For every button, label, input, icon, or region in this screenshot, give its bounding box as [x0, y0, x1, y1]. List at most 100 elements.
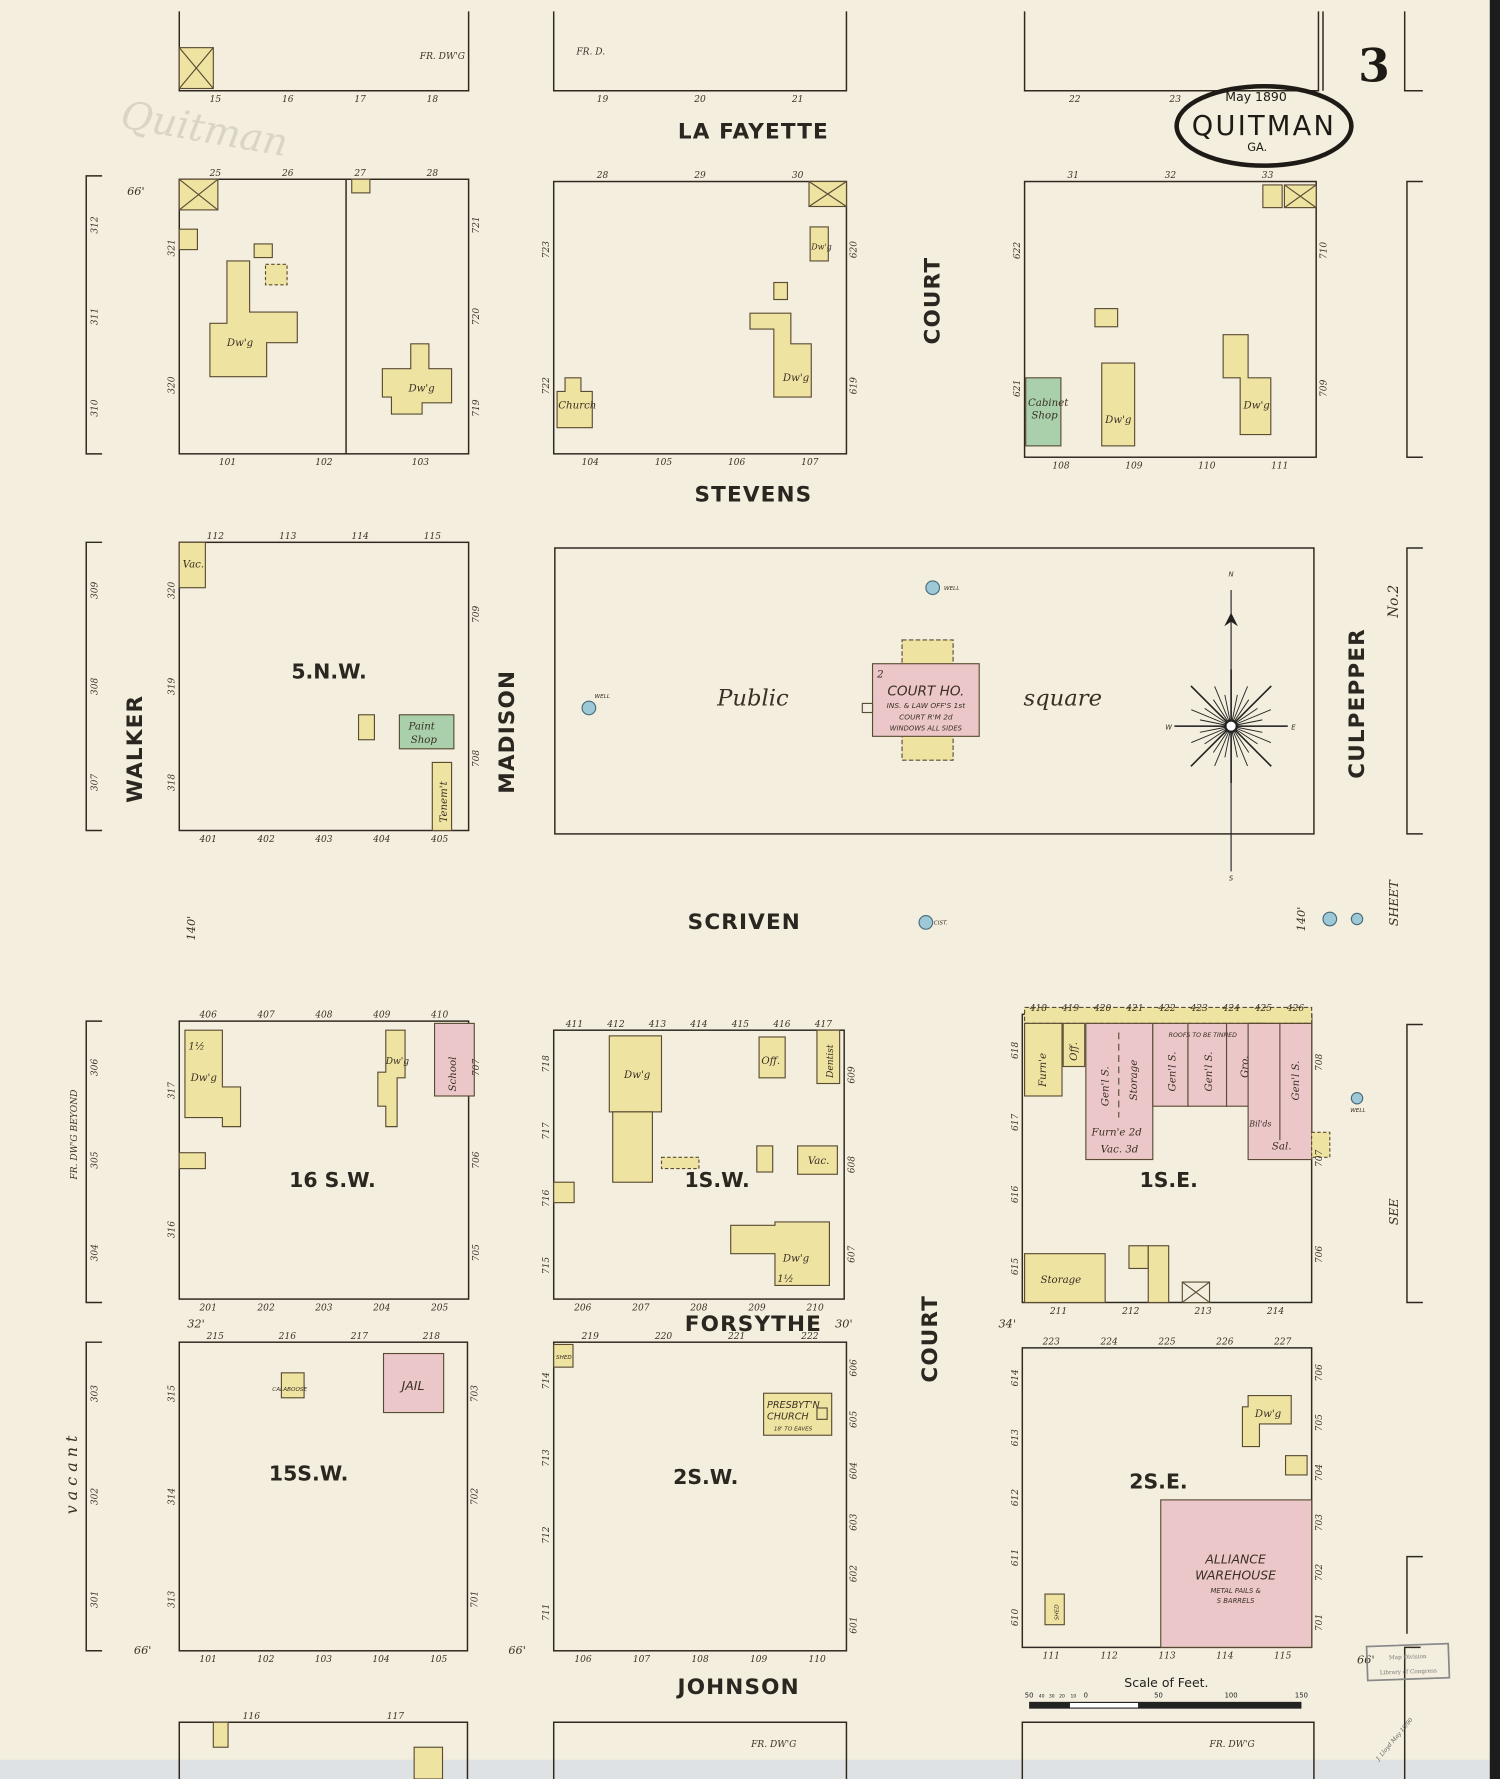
- lot-number: 16: [282, 95, 294, 105]
- lot-number: 105: [655, 458, 673, 468]
- lot-number: 321: [168, 239, 178, 256]
- lot-number: 703: [471, 1385, 481, 1403]
- block-label-1sw: 1S.W.: [684, 1168, 749, 1192]
- lot-number: 213: [1193, 1307, 1212, 1317]
- lot-number: 105: [430, 1655, 448, 1665]
- svg-text:WAREHOUSE: WAREHOUSE: [1195, 1567, 1276, 1582]
- lot-number: 221: [727, 1332, 745, 1342]
- library-stamp: Map Division Library of Congress: [1365, 1642, 1451, 1682]
- building-dwelling: [1101, 362, 1136, 447]
- block-b1: [178, 541, 470, 832]
- svg-text:Dw'g: Dw'g: [810, 243, 831, 252]
- street-johnson: JOHNSON: [676, 1675, 800, 1700]
- dwelling-label: Dw'g: [226, 338, 254, 349]
- lot-number: 301: [91, 1591, 101, 1608]
- building-church: [556, 377, 593, 429]
- lot-number: 708: [472, 750, 482, 768]
- svg-text:PRESBYT'N: PRESBYT'N: [767, 1400, 820, 1411]
- building-school: [434, 1022, 475, 1097]
- svg-text:Vac.: Vac.: [808, 1156, 829, 1167]
- lot-number: 115: [1274, 1652, 1292, 1662]
- svg-text:Shop: Shop: [411, 735, 438, 746]
- lot-number: 612: [1011, 1489, 1021, 1507]
- scale-tick-label: 50: [1025, 1691, 1034, 1699]
- lot-number: 713: [542, 1449, 552, 1467]
- lot-number: 601: [850, 1616, 860, 1633]
- building-dwelling: [381, 343, 453, 415]
- lot-number: 319: [168, 678, 178, 696]
- lot-number: 214: [1266, 1307, 1285, 1317]
- lot-number: 701: [1315, 1614, 1325, 1631]
- building-outbuilding: [178, 47, 214, 90]
- svg-text:Gen'l S.: Gen'l S.: [1204, 1052, 1215, 1092]
- lot-number: 222: [800, 1332, 819, 1342]
- building-dwelling: [730, 1221, 830, 1287]
- lot-number: 117: [387, 1712, 405, 1722]
- lot-number: 312: [91, 216, 101, 234]
- lot-number: 106: [574, 1655, 592, 1665]
- buildings-block-d2: SHED PRESBYT'N CHURCH 18' TO EAVES: [553, 1343, 833, 1436]
- lot-number: 109: [1125, 462, 1143, 472]
- svg-text:140': 140': [184, 916, 198, 941]
- lot-number: 112: [207, 532, 225, 542]
- lot-number: 715: [542, 1257, 552, 1275]
- svg-text:Vac. 3d: Vac. 3d: [1101, 1145, 1139, 1156]
- svg-text:CIST.: CIST.: [934, 921, 948, 927]
- street-court-south: COURT: [918, 1295, 943, 1383]
- svg-text:Cabinet: Cabinet: [1028, 398, 1069, 409]
- building-alliance-warehouse: [1160, 1499, 1313, 1648]
- lot-number: 113: [279, 532, 297, 542]
- svg-text:Off.: Off.: [1069, 1042, 1080, 1061]
- lot-number: 412: [606, 1020, 625, 1030]
- lot-number: 111: [1043, 1652, 1060, 1662]
- svg-text:WELL: WELL: [1350, 1108, 1365, 1114]
- lot-number: 308: [91, 678, 101, 696]
- lot-number: 29: [693, 171, 706, 181]
- lot-number: 423: [1189, 1004, 1208, 1014]
- svg-text:S: S: [1229, 874, 1234, 882]
- lot-number: 716: [542, 1189, 552, 1207]
- svg-text:N: N: [1229, 570, 1234, 578]
- lot-number: 101: [199, 1655, 216, 1665]
- vacant-note: v a c a n t: [62, 1435, 81, 1514]
- building-dwelling: [809, 226, 829, 262]
- lot-number: 720: [472, 308, 482, 326]
- building-office: [758, 1036, 786, 1079]
- lot-number: 15: [210, 95, 222, 105]
- well-icon: [1350, 1092, 1364, 1105]
- building-furniture: [1024, 1022, 1063, 1097]
- lot-number: 707: [472, 1059, 482, 1077]
- building-vacant: [178, 541, 206, 589]
- lot-number: 721: [472, 216, 482, 233]
- lot-number: 25: [209, 169, 222, 179]
- lot-number: 615: [1011, 1258, 1021, 1276]
- lot-number: 710: [1319, 242, 1329, 260]
- lot-number: 706: [472, 1151, 482, 1169]
- town-name: QUITMAN: [1192, 111, 1336, 142]
- lot-number: 622: [1013, 242, 1023, 260]
- lot-number: 17: [354, 95, 366, 105]
- lot-number: 104: [582, 458, 600, 468]
- lot-number: 26: [281, 169, 294, 179]
- lot-number: 406: [199, 1011, 218, 1021]
- svg-text:WINDOWS ALL SIDES: WINDOWS ALL SIDES: [890, 725, 963, 733]
- svg-text:Furn'e: Furn'e: [1038, 1053, 1049, 1088]
- block-c2: [552, 1029, 845, 1300]
- svg-text:66': 66': [1357, 1652, 1375, 1666]
- public-label: Public: [716, 686, 789, 712]
- svg-text:Dw'g: Dw'g: [782, 1254, 810, 1265]
- lot-number: 108: [1052, 462, 1070, 472]
- building-shed: [553, 1343, 574, 1368]
- lot-number: 616: [1011, 1186, 1021, 1204]
- lot-number: 411: [565, 1020, 583, 1030]
- lot-number: 413: [648, 1020, 667, 1030]
- building-tenement: [431, 761, 453, 832]
- lot-number: 205: [430, 1303, 449, 1313]
- svg-text:E: E: [1291, 724, 1296, 732]
- lot-number: 419: [1061, 1004, 1080, 1014]
- svg-text:Dw'g: Dw'g: [782, 373, 810, 384]
- lot-number: 204: [372, 1303, 391, 1313]
